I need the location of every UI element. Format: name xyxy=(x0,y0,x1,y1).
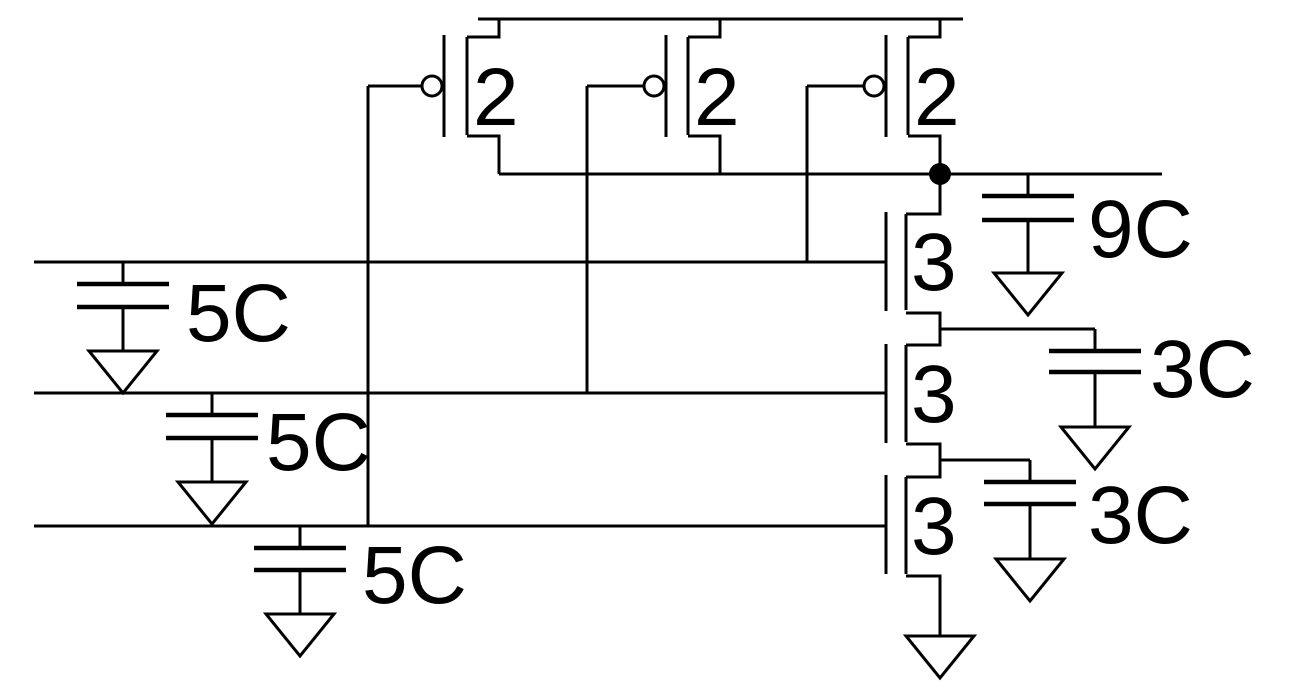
capacitor-output-9c: 9C xyxy=(982,174,1193,318)
capacitor-input-5c-3: 5C xyxy=(254,526,467,659)
drain-wire xyxy=(906,174,942,216)
nmos-transistor-2: 3 xyxy=(884,329,957,460)
pmos-transistor-2: 2 xyxy=(585,19,740,393)
drain-wire xyxy=(906,329,942,347)
source-wire xyxy=(688,19,722,39)
source-wire xyxy=(906,574,942,636)
pmos-size-label: 2 xyxy=(473,52,519,143)
nmos-transistor-3: 3 xyxy=(884,460,978,681)
capacitor-input-5c-2: 5C xyxy=(166,393,371,527)
pmos-transistor-1: 2 xyxy=(366,19,519,526)
ground-symbol-icon xyxy=(902,634,978,681)
drain-wire xyxy=(688,134,722,174)
ground-symbol-icon xyxy=(174,480,250,527)
drain-wire xyxy=(467,134,501,174)
drain-wire xyxy=(906,460,942,479)
source-wire xyxy=(467,19,501,39)
gate-inversion-bubble-icon xyxy=(862,74,886,98)
pmos-size-label: 2 xyxy=(914,52,960,143)
source-wire xyxy=(906,442,942,460)
nmos-transistor-1: 3 xyxy=(884,174,957,329)
source-wire xyxy=(906,311,942,329)
gate-inversion-bubble-icon xyxy=(642,74,666,98)
pmos-transistor-3: 2 xyxy=(805,19,960,262)
nmos-size-label: 3 xyxy=(911,217,957,308)
nmos-size-label: 3 xyxy=(911,349,957,440)
ground-symbol-icon xyxy=(85,349,161,396)
capacitance-label: 3C xyxy=(1150,324,1255,415)
nmos-size-label: 3 xyxy=(911,481,957,572)
capacitance-label: 5C xyxy=(362,530,467,621)
gate-inversion-bubble-icon xyxy=(420,74,444,98)
capacitance-label: 3C xyxy=(1088,470,1193,561)
capacitor-internal-3c-1: 3C xyxy=(1049,324,1255,472)
ground-symbol-icon xyxy=(1057,425,1133,472)
capacitance-label: 5C xyxy=(186,268,291,359)
capacitance-label: 9C xyxy=(1088,184,1193,275)
capacitance-label: 5C xyxy=(266,397,371,488)
capacitor-input-5c-1: 5C xyxy=(77,262,291,396)
source-wire xyxy=(908,19,942,39)
ground-symbol-icon xyxy=(992,557,1068,604)
pmos-size-label: 2 xyxy=(694,52,740,143)
ground-symbol-icon xyxy=(990,271,1066,318)
ground-symbol-icon xyxy=(262,612,338,659)
drain-wire xyxy=(908,134,942,174)
capacitor-internal-3c-2: 3C xyxy=(984,460,1193,604)
